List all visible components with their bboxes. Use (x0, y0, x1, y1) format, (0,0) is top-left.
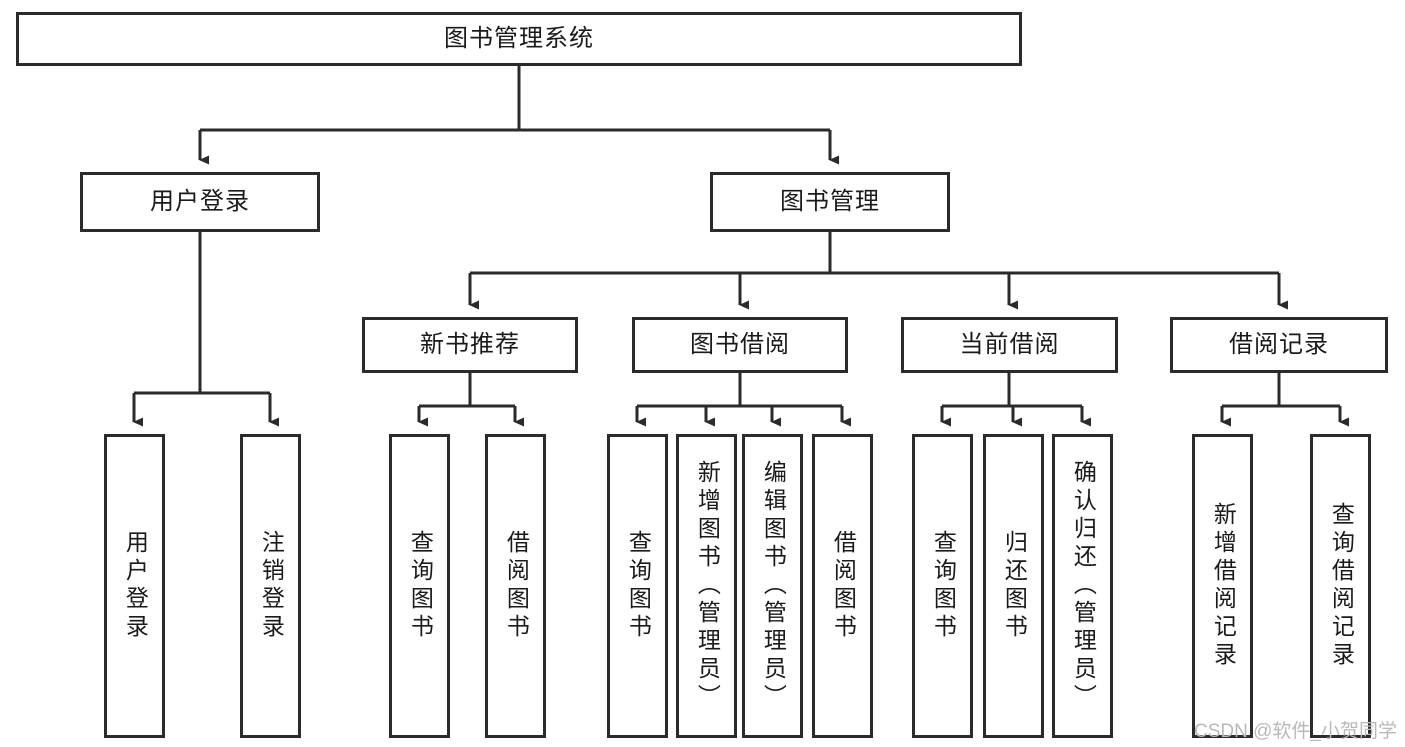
node-label: 查询图书 (930, 530, 957, 642)
node-leaf-query-borrow-record[interactable]: 查询借阅记录 (1310, 434, 1371, 738)
node-book-management[interactable]: 图书管理 (710, 172, 950, 232)
node-label: 图书管理系统 (444, 24, 594, 52)
node-label: 新增借阅记录 (1210, 502, 1237, 670)
node-leaf-borrow-book[interactable]: 借阅图书 (812, 434, 873, 738)
node-leaf-user-logout[interactable]: 注销登录 (240, 434, 301, 738)
node-leaf-user-login[interactable]: 用户登录 (104, 434, 165, 738)
node-leaf-add-borrow-record[interactable]: 新增借阅记录 (1192, 434, 1253, 738)
node-leaf-edit-book-admin[interactable]: 编辑图书（管理员） (742, 434, 803, 738)
node-label: 图书借阅 (690, 330, 790, 358)
node-borrow-record[interactable]: 借阅记录 (1170, 317, 1388, 373)
node-leaf-query-book-borrow[interactable]: 查询图书 (607, 434, 668, 738)
node-user-login[interactable]: 用户登录 (80, 172, 320, 232)
node-label: 查询借阅记录 (1328, 502, 1355, 670)
node-new-book-recommend[interactable]: 新书推荐 (362, 317, 578, 373)
node-label: 借阅图书 (503, 530, 530, 642)
node-label: 图书管理 (780, 187, 880, 215)
node-label: 借阅记录 (1229, 330, 1329, 358)
node-leaf-confirm-return-admin[interactable]: 确认归还（管理员） (1052, 434, 1113, 738)
node-label: 确认归还（管理员） (1070, 460, 1097, 712)
node-label: 归还图书 (1001, 530, 1028, 642)
node-label: 用户登录 (122, 530, 149, 642)
node-leaf-borrow-book-recommend[interactable]: 借阅图书 (485, 434, 546, 738)
node-label: 查询图书 (625, 530, 652, 642)
node-label: 用户登录 (150, 187, 250, 215)
node-leaf-query-book-recommend[interactable]: 查询图书 (389, 434, 450, 738)
node-label: 新书推荐 (420, 330, 520, 358)
node-leaf-query-book-current[interactable]: 查询图书 (912, 434, 973, 738)
node-label: 编辑图书（管理员） (760, 460, 787, 712)
node-label: 借阅图书 (830, 530, 857, 642)
node-book-management-system[interactable]: 图书管理系统 (16, 12, 1022, 66)
watermark-text: CSDN @软件_小贺同学 (1194, 721, 1397, 742)
node-book-borrow[interactable]: 图书借阅 (632, 317, 848, 373)
node-label: 注销登录 (258, 530, 285, 642)
node-current-borrow[interactable]: 当前借阅 (901, 317, 1118, 373)
node-label: 查询图书 (407, 530, 434, 642)
node-label: 当前借阅 (959, 330, 1060, 358)
node-leaf-add-book-admin[interactable]: 新增图书（管理员） (676, 434, 737, 738)
node-leaf-return-book[interactable]: 归还图书 (983, 434, 1044, 738)
node-label: 新增图书（管理员） (694, 460, 721, 712)
